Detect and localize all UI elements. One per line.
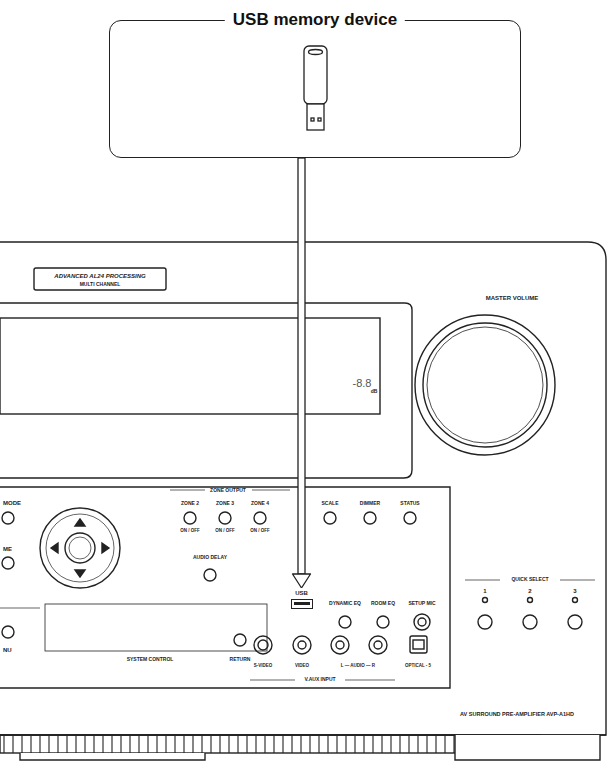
panel-label: SETUP MIC bbox=[408, 601, 435, 606]
panel-label: VIDEO bbox=[295, 664, 309, 669]
panel-label: -8.8 bbox=[353, 378, 372, 390]
panel-label: ON / OFF bbox=[215, 529, 235, 534]
panel-label: NU bbox=[3, 647, 12, 653]
usb-slot bbox=[291, 599, 313, 609]
panel-label: 3 bbox=[573, 588, 576, 594]
callout-box: USB memory device bbox=[109, 20, 521, 158]
port-label: USB bbox=[286, 589, 317, 597]
panel-label: RETURN bbox=[230, 657, 251, 662]
panel-label: ZONE 3 bbox=[216, 501, 234, 506]
panel-label: V.AUX INPUT bbox=[304, 677, 335, 682]
panel-label: ON / OFF bbox=[250, 529, 270, 534]
panel-label: ZONE 2 bbox=[181, 501, 199, 506]
panel-label: ADVANCED AL24 PROCESSING bbox=[54, 273, 145, 279]
panel-label: 2 bbox=[528, 588, 531, 594]
panel-label: S-VIDEO bbox=[254, 664, 273, 669]
panel-label: ME bbox=[3, 546, 12, 552]
panel-label: STATUS bbox=[400, 501, 419, 506]
usb-stick bbox=[304, 46, 327, 130]
usb-slot-tongue bbox=[294, 602, 310, 605]
panel-label: SCALE bbox=[322, 501, 339, 506]
panel-label: ZONE OUTPUT bbox=[210, 488, 246, 493]
panel-label: ZONE 4 bbox=[251, 501, 269, 506]
panel-label: AV SURROUND PRE-AMPLIFIER AVP-A1HD bbox=[460, 712, 574, 718]
panel-label: OPTICAL - 5 bbox=[405, 664, 431, 669]
panel-label: ROOM EQ bbox=[371, 601, 395, 606]
panel-label: QUICK SELECT bbox=[511, 577, 548, 582]
panel-label: MULTI CHANNEL bbox=[80, 282, 121, 287]
insert-arrow bbox=[293, 158, 311, 588]
panel-label: L — AUDIO — R bbox=[341, 664, 375, 669]
panel-label: ON / OFF bbox=[180, 529, 200, 534]
panel-label: DYNAMIC EQ bbox=[329, 601, 361, 606]
panel-label: dB bbox=[371, 389, 378, 394]
usb-port: USB bbox=[285, 588, 318, 614]
panel-label: MASTER VOLUME bbox=[486, 295, 539, 301]
panel-label: AUDIO DELAY bbox=[193, 555, 227, 560]
panel-label: SYSTEM CONTROL bbox=[127, 657, 174, 662]
callout-title: USB memory device bbox=[225, 10, 405, 30]
panel-label: DIMMER bbox=[360, 501, 380, 506]
panel-label: 1 bbox=[483, 588, 486, 594]
panel-label: MODE bbox=[3, 500, 21, 506]
